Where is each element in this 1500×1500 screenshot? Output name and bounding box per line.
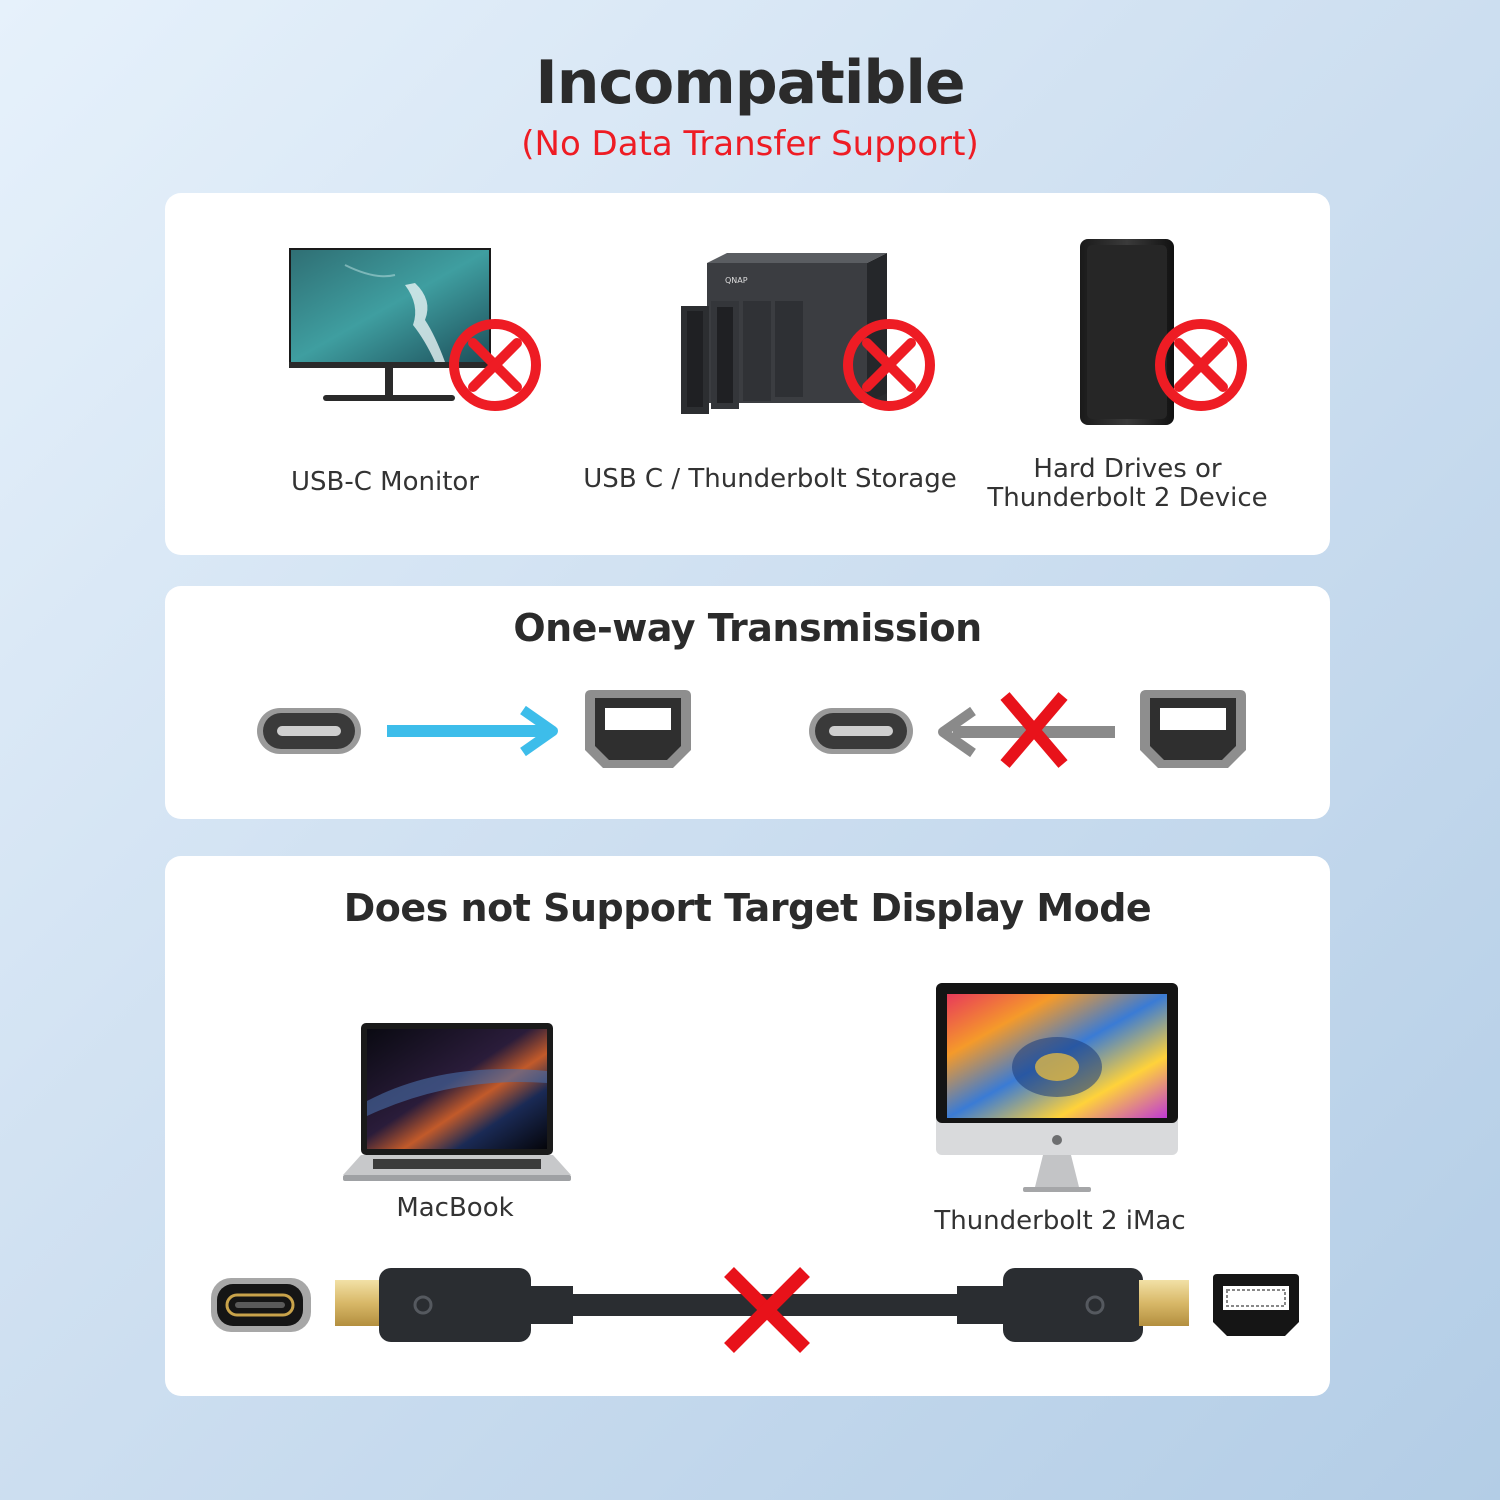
device-label-hard-drive-line1: Hard Drives or xyxy=(1033,454,1222,484)
no-entry-icon xyxy=(449,319,541,411)
page-title: Incompatible xyxy=(535,48,965,118)
nas-brand-logo: QNAP xyxy=(725,276,748,285)
monitor-icon xyxy=(289,248,491,401)
mini-displayport-connector-icon xyxy=(1140,690,1246,768)
one-way-transmission-panel: One-way Transmission xyxy=(165,586,1330,819)
device-label-monitor: USB-C Monitor xyxy=(290,467,479,497)
no-entry-icon xyxy=(1155,319,1247,411)
device-label-storage: USB C / Thunderbolt Storage xyxy=(583,464,957,494)
no-entry-icon xyxy=(843,319,935,411)
device-label-hard-drive-line2: Thunderbolt 2 Device xyxy=(987,483,1268,513)
imac-icon xyxy=(936,983,1178,1192)
target-display-mode-panel: Does not Support Target Display Mode Mac… xyxy=(165,856,1330,1396)
arrow-right-icon xyxy=(387,705,558,757)
apple-logo-icon xyxy=(1052,1135,1062,1145)
target-display-heading: Does not Support Target Display Mode xyxy=(343,886,1152,930)
nas-storage-icon: QNAP xyxy=(681,253,887,414)
device-label-imac: Thunderbolt 2 iMac xyxy=(934,1206,1186,1236)
usb-c-connector-icon xyxy=(809,708,913,754)
blocked-x-icon xyxy=(724,1267,810,1353)
mini-displayport-port-icon xyxy=(1213,1274,1299,1336)
usb-c-port-icon xyxy=(211,1278,311,1332)
device-label-macbook: MacBook xyxy=(396,1193,514,1223)
macbook-icon xyxy=(343,1023,571,1181)
page-subtitle: (No Data Transfer Support) xyxy=(521,124,979,164)
hard-drive-icon xyxy=(1080,239,1174,425)
device-label-hard-drive: Hard Drives or Thunderbolt 2 Device xyxy=(975,455,1280,513)
mini-displayport-connector-icon xyxy=(585,690,691,768)
incompatible-devices-panel: USB-C Monitor QNAP USB C / Thunderbolt S… xyxy=(165,193,1330,555)
arrow-left-blocked-icon xyxy=(938,692,1115,768)
one-way-heading: One-way Transmission xyxy=(513,606,982,650)
usb-c-connector-icon xyxy=(257,708,361,754)
